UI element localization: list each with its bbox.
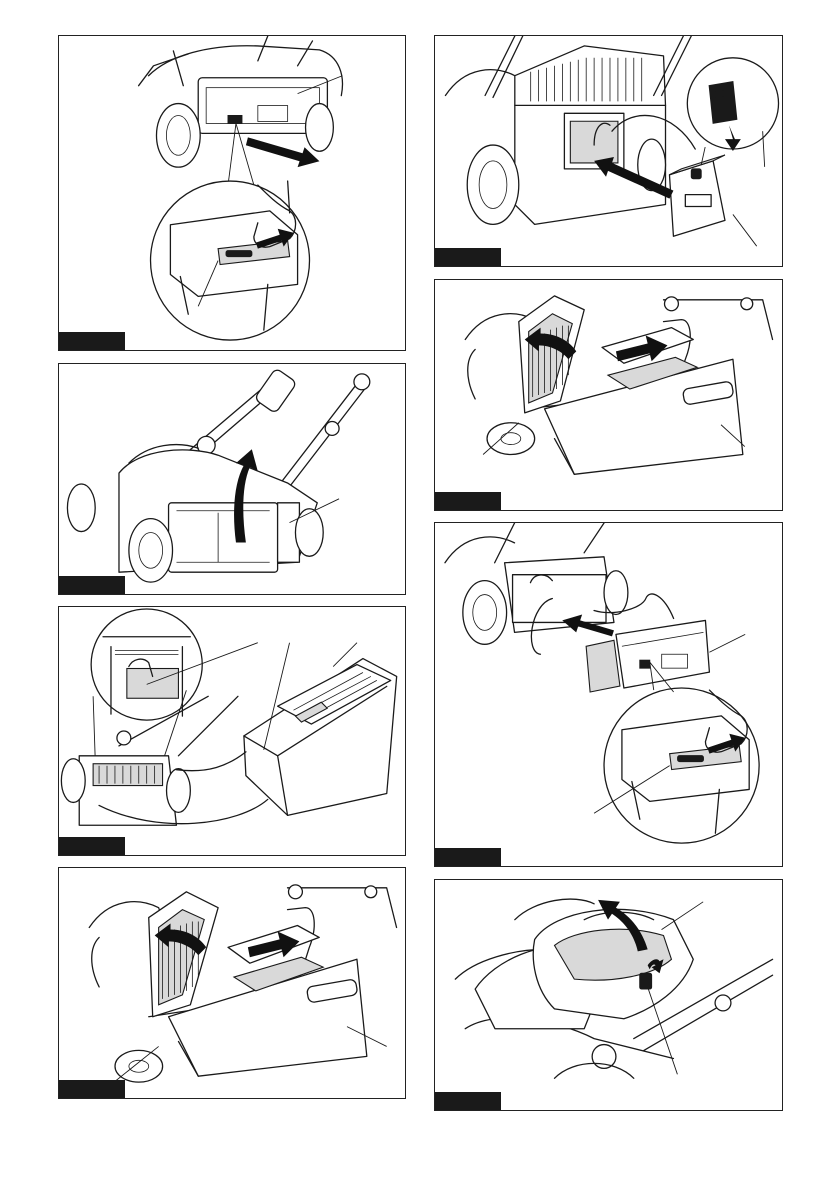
figure-left-1 <box>58 35 406 351</box>
figure-right-1 <box>434 35 783 267</box>
figure-number-tab <box>59 332 125 350</box>
mower-rear-icon <box>59 36 405 350</box>
figure-number-tab <box>435 848 501 866</box>
figure-number-tab <box>435 492 501 510</box>
figure-right-2 <box>434 279 783 511</box>
hook-detail-icon <box>91 609 202 720</box>
figure-left-3 <box>58 606 406 856</box>
mower-rear-icon <box>445 523 628 644</box>
figure-left-4 <box>58 867 406 1099</box>
figure-number-tab <box>59 1080 125 1098</box>
figure-right-4 <box>434 879 783 1111</box>
figure-number-tab <box>435 248 501 266</box>
battery-cover-icon <box>533 909 693 1018</box>
mulching-plug-icon <box>669 155 725 236</box>
figure-right-3 <box>434 522 783 867</box>
mower-rear-icon <box>445 36 691 224</box>
figure-left-2 <box>58 363 406 595</box>
figure-number-tab <box>59 837 125 855</box>
grass-basket-icon <box>435 280 782 510</box>
grass-basket-icon <box>59 868 405 1098</box>
mower-rear-icon <box>59 364 405 594</box>
figure-number-tab <box>59 576 125 594</box>
figure-number-tab <box>435 1092 501 1110</box>
